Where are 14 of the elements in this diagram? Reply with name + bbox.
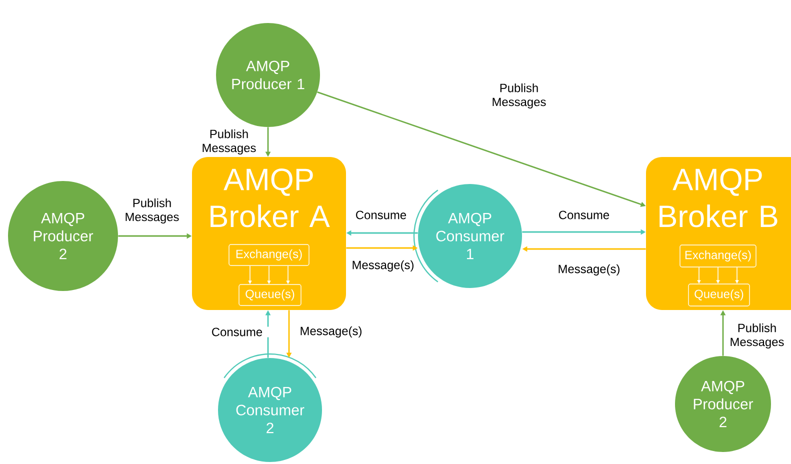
exchange-box: Exchange(s): [228, 244, 310, 266]
edge-label: Message(s): [300, 326, 362, 338]
queue-box: Queue(s): [688, 284, 750, 306]
edge-label: Consume: [212, 328, 262, 336]
edge-label: Message(s): [558, 264, 620, 276]
edge-label: Publish Messages: [202, 129, 256, 155]
edge-label: Message(s): [352, 260, 414, 272]
edge-label: Consume: [559, 210, 610, 220]
edge-label: Publish Messages: [126, 198, 179, 224]
queue-box: Queue(s): [238, 284, 302, 306]
edge-label: Publish Messages: [492, 83, 546, 109]
edge-label: Publish Messages: [730, 323, 784, 349]
edge-label: Consume: [356, 210, 406, 220]
exchange-box: Exchange(s): [680, 244, 756, 268]
